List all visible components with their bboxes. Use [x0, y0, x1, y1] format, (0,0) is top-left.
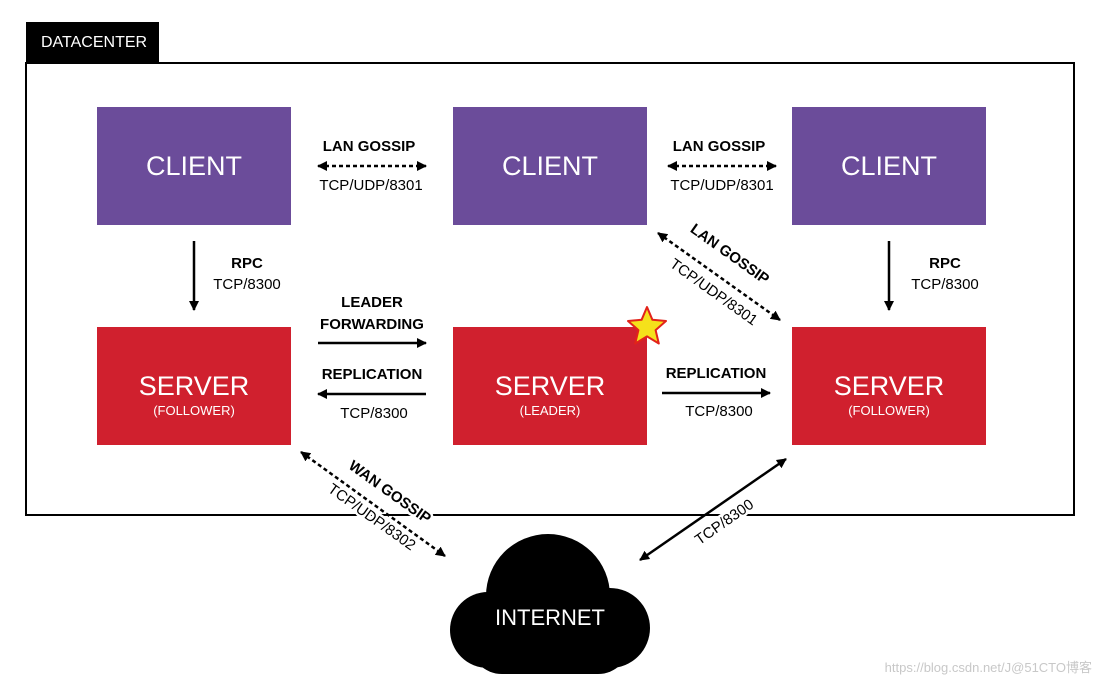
- server-label-1: SERVER: [139, 371, 250, 401]
- watermark-text: https://blog.csdn.net/J@51CTO博客: [885, 660, 1092, 675]
- datacenter-label: DATACENTER: [41, 34, 147, 51]
- rpc-left-port: TCP/8300: [213, 276, 281, 293]
- replication-right-port: TCP/8300: [685, 403, 753, 420]
- client-label-1: CLIENT: [146, 151, 242, 181]
- leader-forwarding-line1: LEADER: [341, 294, 403, 311]
- leader-forwarding-line2: FORWARDING: [320, 316, 424, 333]
- datacenter-tab: [26, 22, 159, 64]
- wan-gossip-arrow: [300, 450, 446, 558]
- server-role-1: (FOLLOWER): [153, 403, 235, 418]
- lan-gossip-left-name: LAN GOSSIP: [323, 138, 416, 155]
- lan-gossip-left-port: TCP/UDP/8301: [319, 177, 422, 194]
- internet-cloud-icon: [450, 534, 650, 674]
- client-label-2: CLIENT: [502, 151, 598, 181]
- rpc-right-name: RPC: [929, 255, 961, 272]
- internet-link-port: TCP/8300: [692, 496, 757, 549]
- replication-left-name: REPLICATION: [322, 366, 423, 383]
- server-box-3: [792, 327, 986, 445]
- server-box-1: [97, 327, 291, 445]
- server-role-2: (LEADER): [520, 403, 581, 418]
- client-box-2: [453, 107, 647, 225]
- client-label-3: CLIENT: [841, 151, 937, 181]
- datacenter-frame: [25, 62, 1075, 516]
- server-label-2: SERVER: [495, 371, 606, 401]
- rpc-right-port: TCP/8300: [911, 276, 979, 293]
- internet-label: INTERNET: [495, 605, 605, 630]
- replication-left-port: TCP/8300: [340, 405, 408, 422]
- internet-link-arrow: [639, 457, 787, 562]
- lan-gossip-right-port: TCP/UDP/8301: [670, 177, 773, 194]
- lan-gossip-right-name: LAN GOSSIP: [673, 138, 766, 155]
- lan-gossip-diag-arrow: [657, 231, 781, 322]
- client-box-1: [97, 107, 291, 225]
- replication-right-name: REPLICATION: [666, 365, 767, 382]
- server-role-3: (FOLLOWER): [848, 403, 930, 418]
- server-label-3: SERVER: [834, 371, 945, 401]
- rpc-left-name: RPC: [231, 255, 263, 272]
- server-box-2: [453, 327, 647, 445]
- client-box-3: [792, 107, 986, 225]
- leader-star-icon: [627, 306, 667, 345]
